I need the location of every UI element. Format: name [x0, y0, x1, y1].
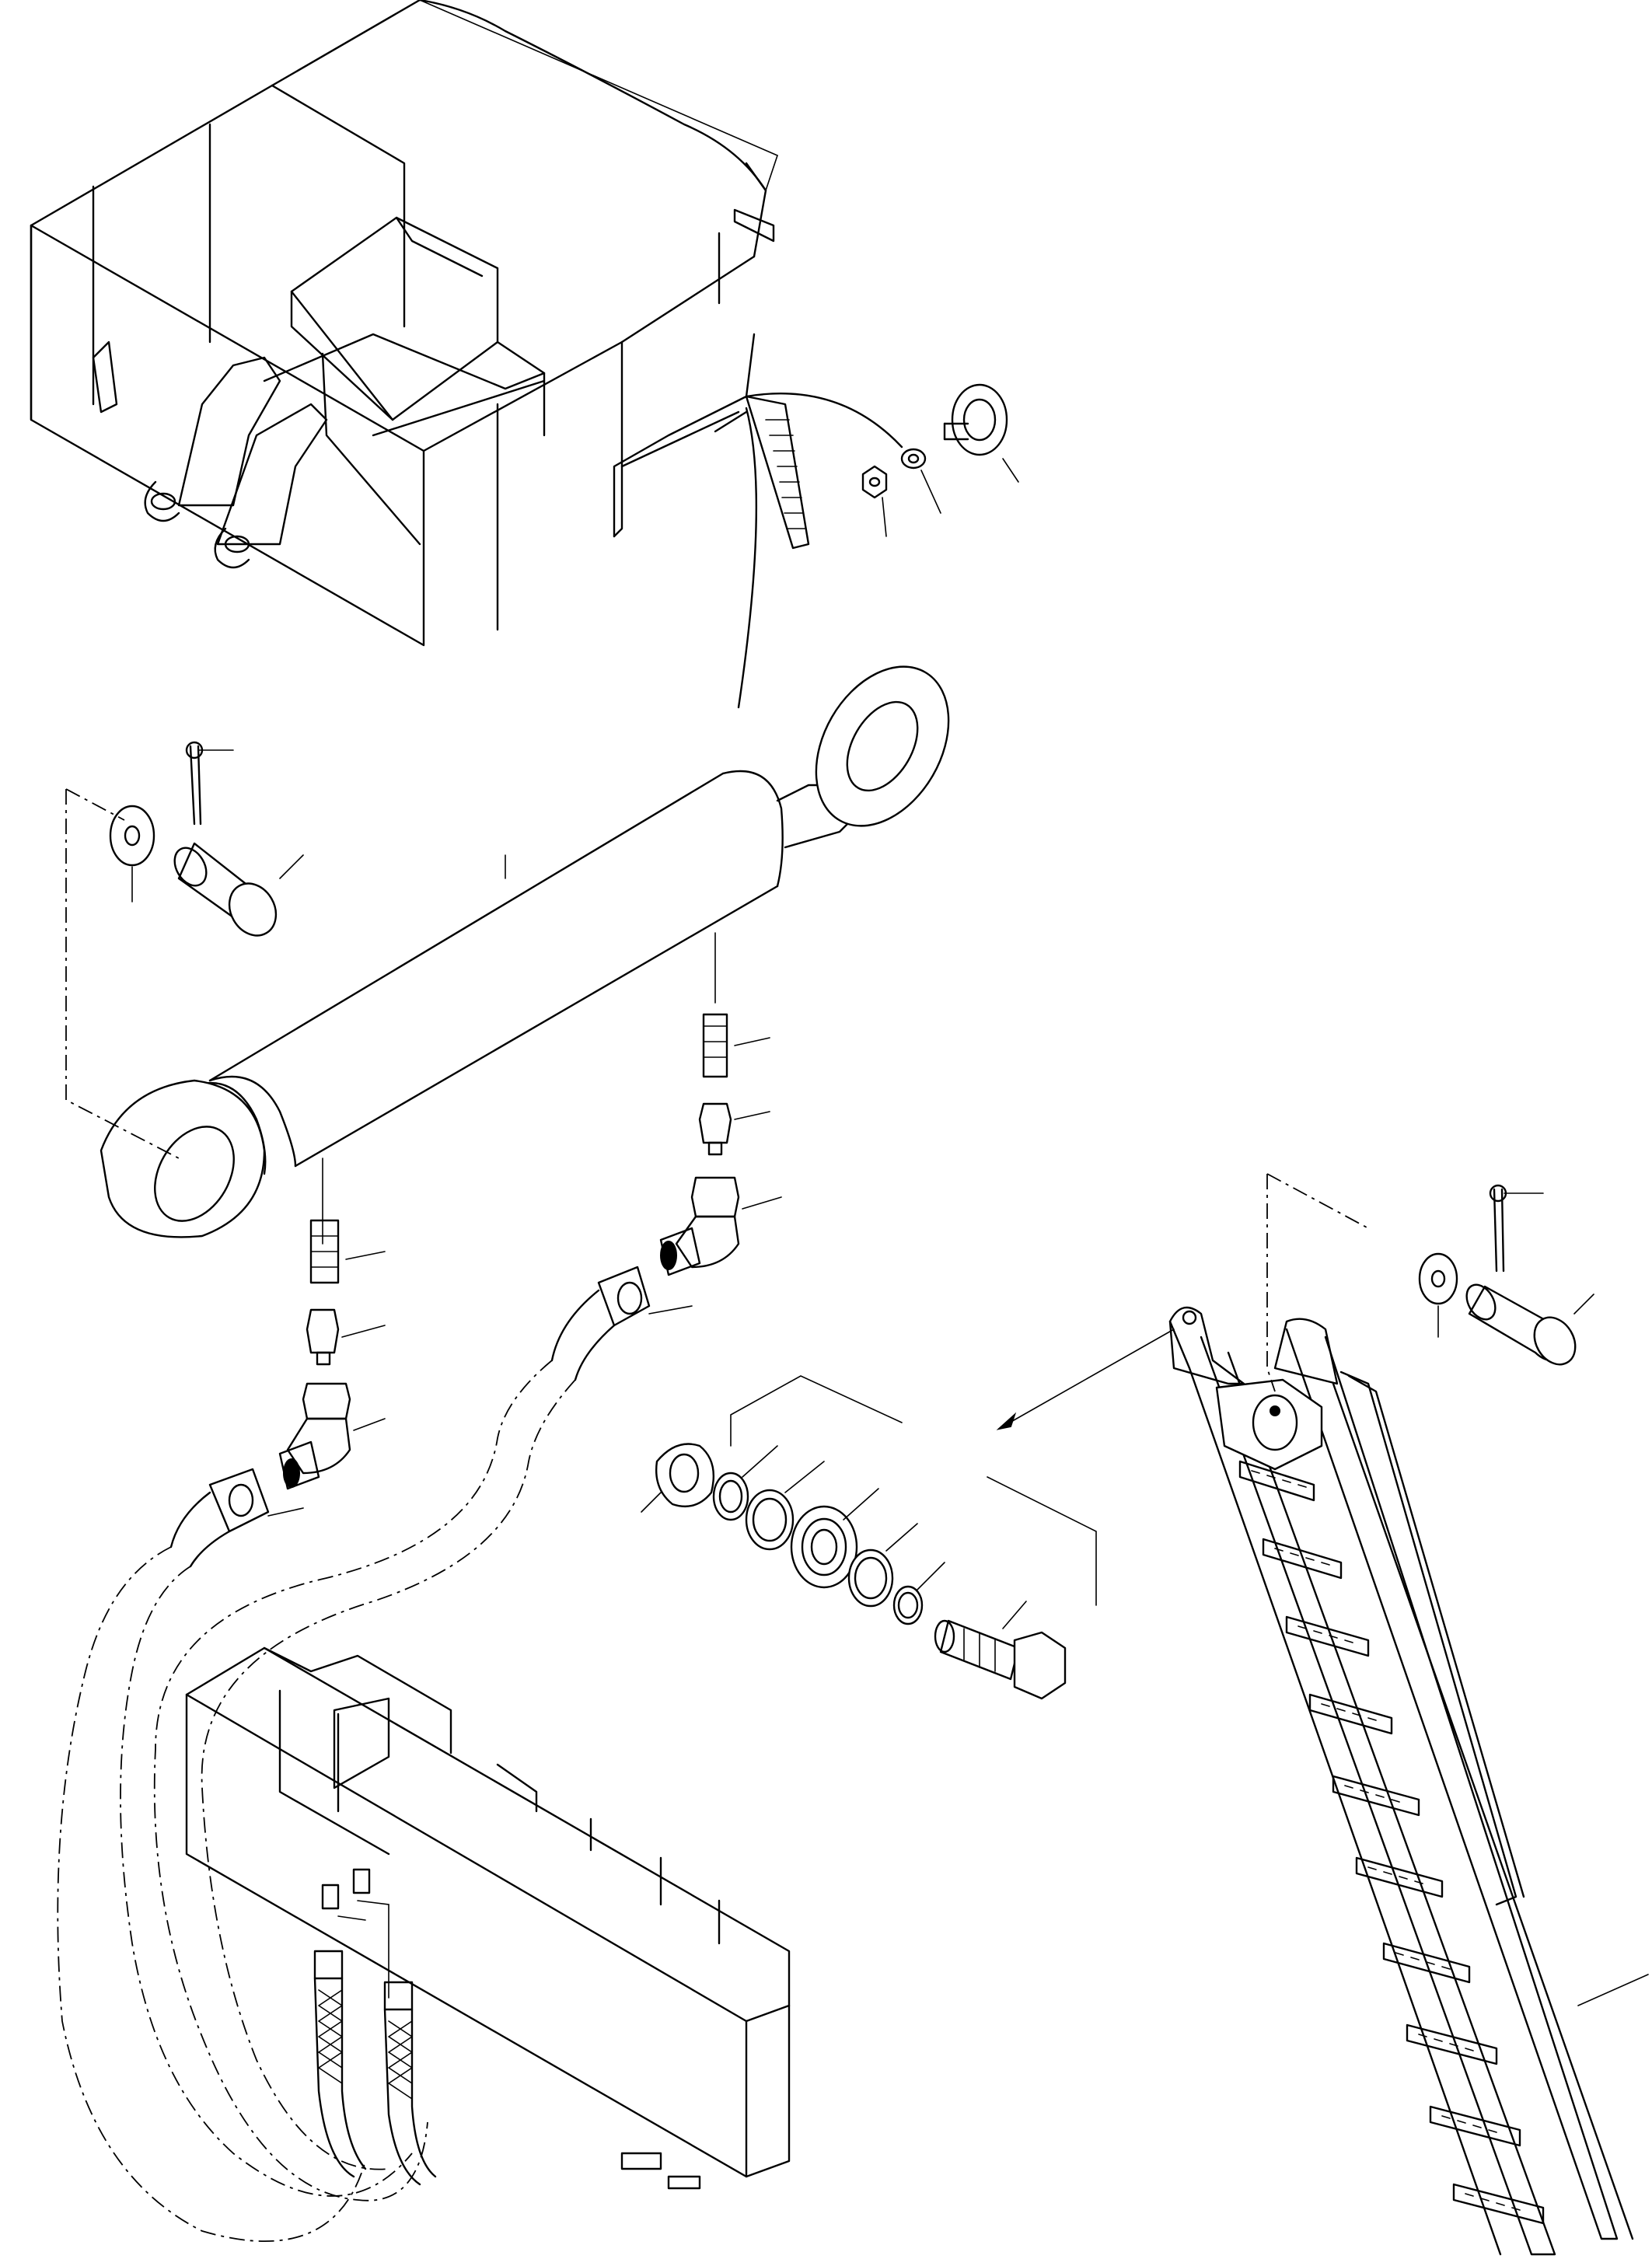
flat-washer-left: [109, 805, 155, 903]
hose-right: [550, 1266, 693, 1381]
boarding-ladder: [1168, 1306, 1649, 2256]
washer: [900, 448, 941, 514]
hose-left: [169, 1468, 304, 1568]
washer-small: [892, 1562, 945, 1625]
centerline-ladder-hinge: [1266, 1173, 1369, 1392]
leader-arc-cylinder: [737, 407, 758, 709]
hose-route-4: [201, 1379, 576, 2170]
seal-ring-2: [847, 1523, 918, 1608]
centerline-cylinder-base: [65, 788, 180, 1159]
locknut: [641, 1443, 714, 1513]
arrowhead: [996, 1412, 1017, 1430]
adapter-left: [309, 1219, 386, 1284]
hose-route-1: [57, 1546, 366, 2243]
assembly-bracket: [730, 1375, 1097, 1606]
loader-frame: [30, 0, 810, 647]
hydraulic-cylinder: [100, 665, 950, 1245]
seal-ring: [745, 1461, 825, 1551]
valve-hoses: [313, 1950, 437, 2186]
clevis-pin-left: [173, 842, 304, 937]
elbow-fitting-right: [659, 1176, 782, 1276]
hose-route-3: [153, 1360, 553, 2201]
cotter-pin-right: [1489, 1184, 1544, 1273]
flat-washer-right: [1418, 1252, 1458, 1338]
adapter-right: [702, 1013, 770, 1078]
nut-fitting-left: [306, 1308, 386, 1366]
spacer: [712, 1445, 778, 1521]
bolt: [934, 1601, 1067, 1700]
hose-route-2: [120, 1566, 413, 2197]
nut-fitting-right: [698, 1102, 770, 1156]
hydraulic-valve-block: [185, 1646, 791, 2190]
nut: [861, 465, 888, 537]
elbow-fitting-left: [278, 1382, 386, 1490]
leader-arc-frame: [745, 392, 903, 449]
assembly-arrow: [1002, 1329, 1175, 1427]
clevis-pin-right: [1465, 1283, 1594, 1366]
hinge-pin: [943, 383, 1019, 483]
cotter-pin-left: [185, 741, 234, 826]
bearing: [790, 1488, 879, 1589]
